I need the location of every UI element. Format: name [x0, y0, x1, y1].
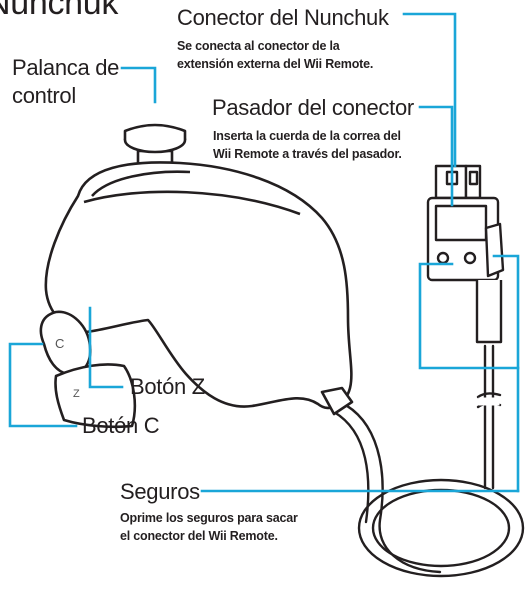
- cable-break-top: [476, 392, 502, 399]
- hook-desc-line1: Inserta la cuerda de la correa del: [213, 129, 401, 143]
- cable-left: [338, 400, 442, 574]
- cable-left-inner: [332, 410, 370, 524]
- leader-locks-right: [492, 254, 520, 493]
- leader-connector: [402, 12, 457, 168]
- nunchuk-connector: [426, 164, 505, 344]
- cable-coil-outer: [357, 478, 525, 578]
- c-button-label: Botón C: [82, 413, 160, 438]
- leader-control-stick: [120, 66, 157, 104]
- connector-desc-line1: Se conecta al conector de la: [177, 39, 340, 53]
- nunchuk-body: [39, 123, 354, 429]
- locks-desc-line2: el conector del Wii Remote.: [120, 529, 278, 543]
- z-mark-icon: Z: [73, 388, 80, 400]
- hook-title: Pasador del conector: [212, 95, 414, 120]
- leader-locks-left: [418, 262, 520, 370]
- leader-hook: [418, 105, 454, 207]
- locks-title: Seguros: [120, 479, 200, 504]
- connector-desc-line2: extensión externa del Wii Remote.: [177, 57, 374, 71]
- leader-c-button: [8, 342, 78, 428]
- control-stick-label-line2: control: [12, 83, 76, 108]
- control-stick-label-line1: Palanca de: [12, 55, 120, 80]
- z-button-label: Botón Z: [130, 374, 205, 399]
- leader-z-button: [88, 306, 124, 389]
- z-button[interactable]: [54, 363, 137, 429]
- page-title: Nunchuk: [0, 0, 119, 22]
- c-mark-icon: C: [55, 336, 65, 351]
- connector-title: Conector del Nunchuk: [177, 5, 389, 30]
- hook-desc-line2: Wii Remote a través del pasador.: [213, 147, 402, 161]
- locks-desc-line1: Oprime los seguros para sacar: [120, 511, 298, 525]
